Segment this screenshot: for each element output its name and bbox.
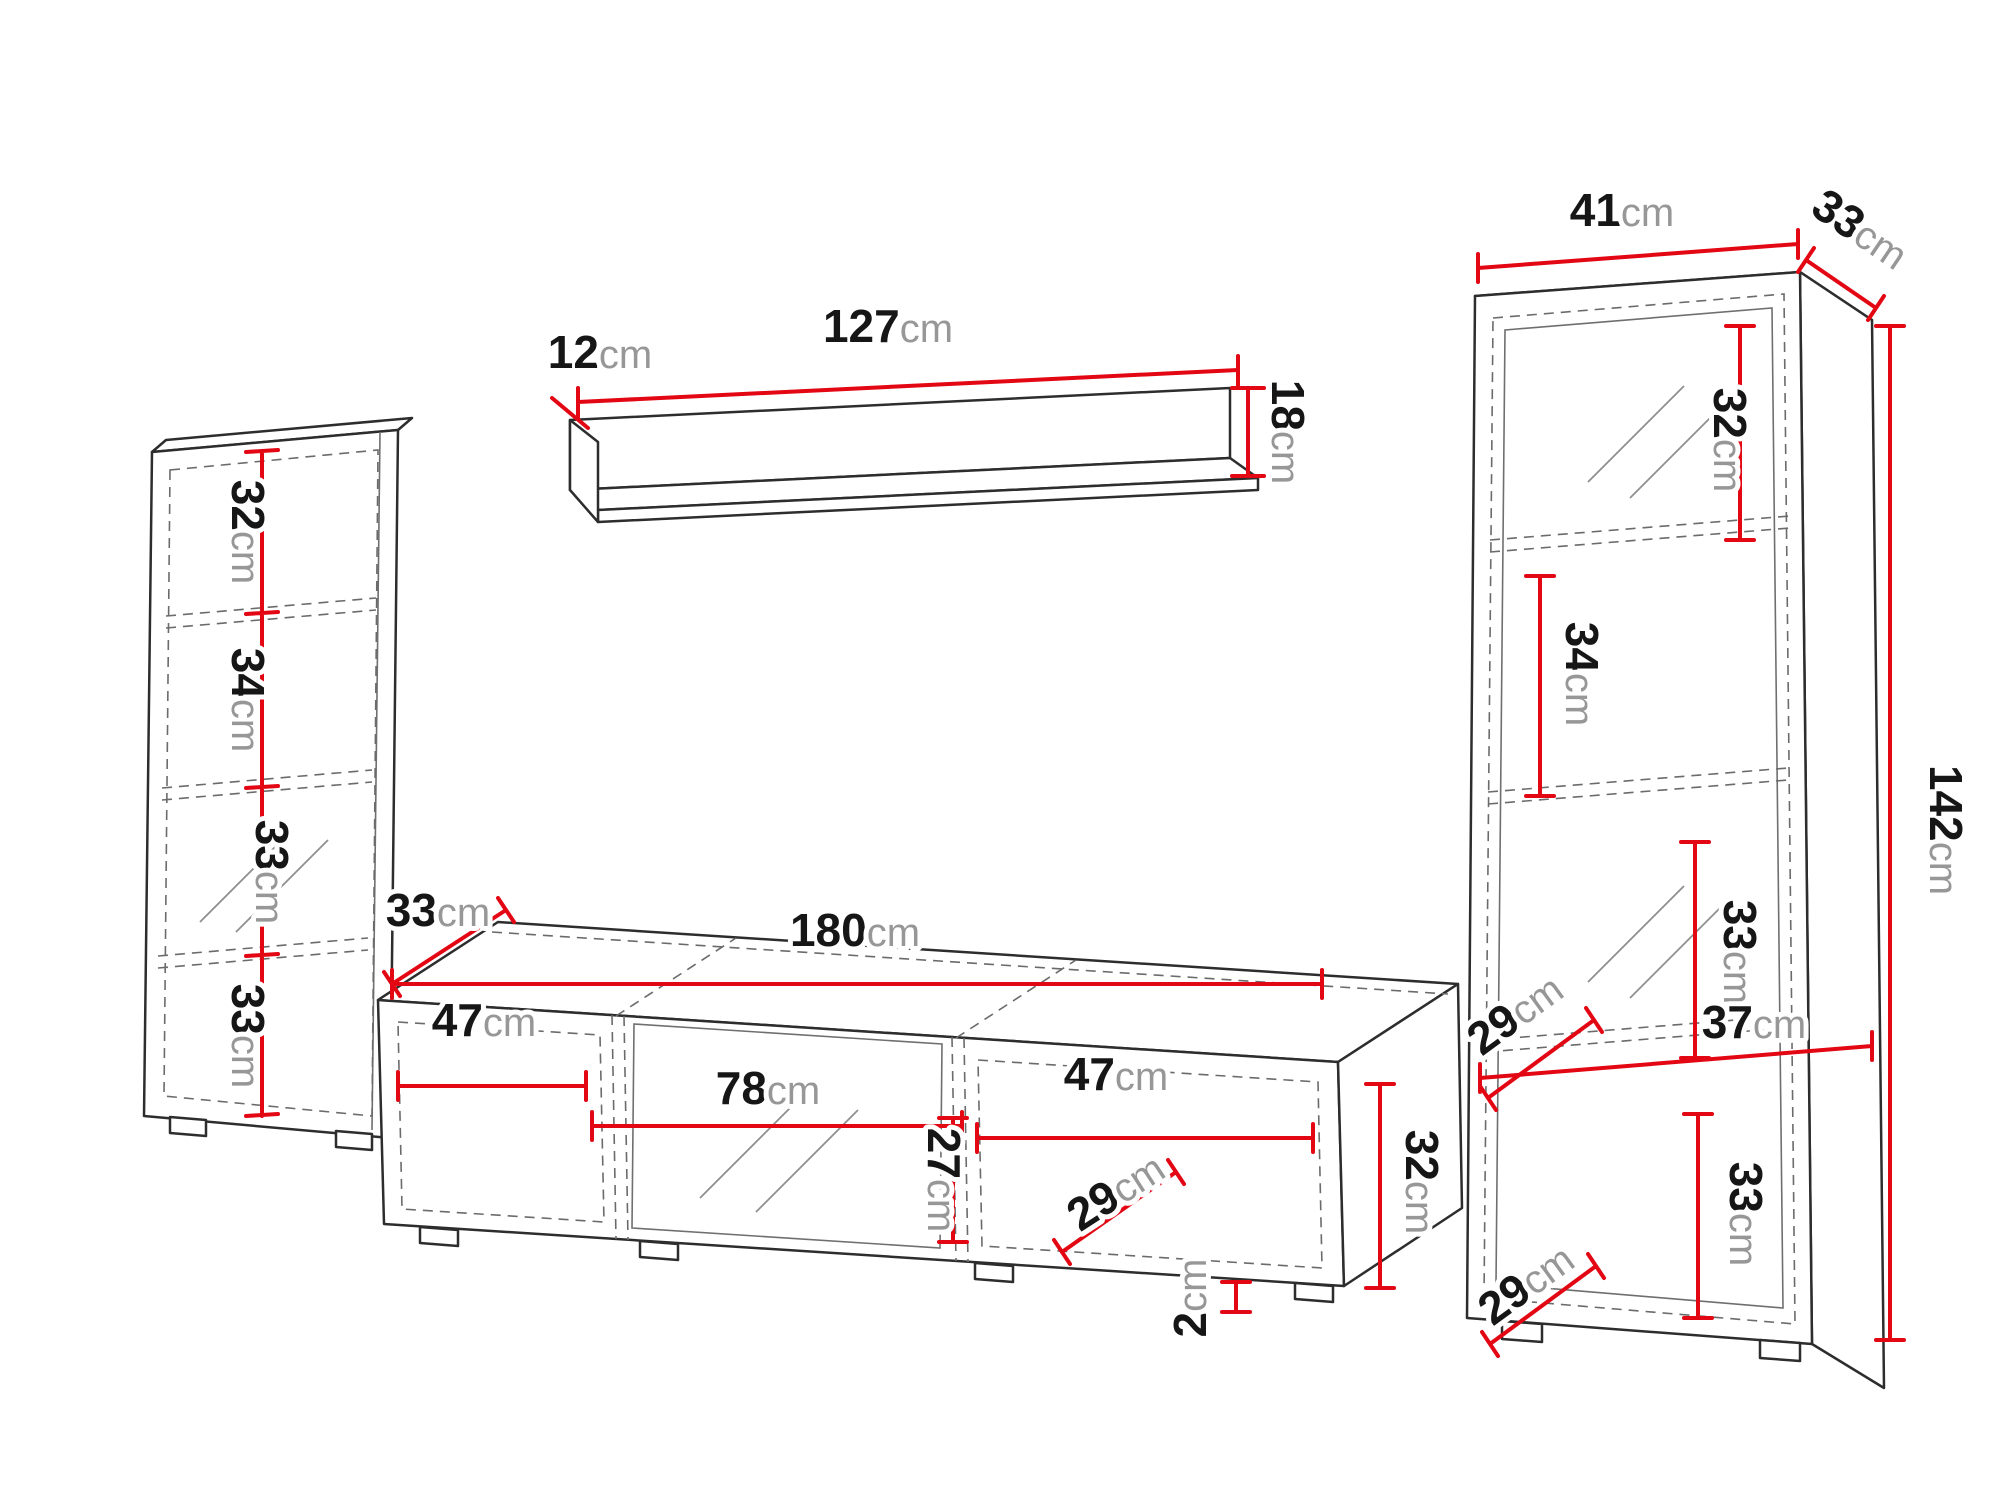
dim-label-left-cabinet-c2: 34cm xyxy=(222,648,274,753)
dim-line-tv-right-section xyxy=(975,1122,1315,1154)
dim-label-tv-width: 180cm xyxy=(790,904,920,956)
dim-label-right-cabinet-depth: 33cm xyxy=(1803,178,1919,280)
dim-label-left-cabinet-c3: 33cm xyxy=(246,820,298,925)
tv-stand-right-face xyxy=(1336,982,1464,1288)
dim-line-right-cabinet-height xyxy=(1874,324,1906,1342)
dim-line-right-cabinet-c4 xyxy=(1682,1112,1714,1320)
dim-line-right-cabinet-c2 xyxy=(1524,574,1556,798)
dim-label-left-cabinet-c1: 32cm xyxy=(222,480,274,585)
tv-stand-divider-left xyxy=(611,1014,629,1241)
tv-stand xyxy=(376,920,1464,1304)
left-cabinet-foot-left xyxy=(168,1115,208,1138)
dim-label-left-cabinet-c4: 33cm xyxy=(222,984,274,1089)
dim-label-right-cabinet-c3: 33cm xyxy=(1714,900,1766,1005)
right-cabinet-glass-marks-top xyxy=(1587,385,1727,499)
dim-line-left-cabinet-shelves xyxy=(244,448,280,1118)
dim-label-tv-height: 32cm xyxy=(1396,1130,1448,1235)
dim-label-tv-center-section: 78cm xyxy=(716,1062,821,1114)
tv-stand-foot-3 xyxy=(973,1261,1015,1284)
dim-line-wall-shelf-width xyxy=(576,354,1240,420)
dim-label-tv-depth: 33cm xyxy=(386,884,491,936)
wall-shelf-left-cap xyxy=(568,418,600,524)
dim-label-wall-shelf-height: 18cm xyxy=(1262,380,1314,485)
tv-stand-divider-right xyxy=(951,1036,969,1263)
wall-shelf xyxy=(568,386,1260,524)
dim-label-right-cabinet-c2: 34cm xyxy=(1556,622,1608,727)
right-cabinet-door-frame xyxy=(1495,307,1784,1309)
dim-line-wall-shelf-height xyxy=(1230,386,1266,478)
dim-line-tv-height xyxy=(1364,1082,1396,1290)
dim-line-tv-width xyxy=(390,968,1324,1000)
tv-stand-foot-2 xyxy=(638,1239,680,1262)
tv-stand-divider-top-receding xyxy=(615,937,1077,1039)
dim-line-right-cabinet-width xyxy=(1476,228,1800,284)
dim-line-right-cabinet-depth xyxy=(1796,246,1886,322)
dim-line-tv-inner-depth xyxy=(1052,1158,1186,1266)
dim-line-right-cabinet-c1 xyxy=(1724,324,1756,542)
dim-label-right-cabinet-width: 41cm xyxy=(1570,184,1675,236)
left-cabinet-glass-marks xyxy=(199,829,329,933)
left-cabinet-shelf-line-1 xyxy=(165,597,377,629)
dim-label-right-cabinet-c1: 32cm xyxy=(1704,388,1756,493)
right-cabinet-glass-marks-mid xyxy=(1587,885,1727,999)
dim-line-tv-left-section xyxy=(396,1070,588,1102)
tv-stand-foot-4 xyxy=(1293,1281,1335,1304)
dim-label-tv-inner-height: 27cm xyxy=(918,1128,970,1233)
dim-label-right-cabinet-inner-width: 37cm xyxy=(1702,996,1807,1048)
tv-stand-top-back-inner xyxy=(491,931,1449,995)
dim-label-wall-shelf-width: 127cm xyxy=(823,300,953,352)
left-cabinet-inner-outline xyxy=(163,449,379,1117)
dim-line-wall-shelf-depth xyxy=(550,396,590,430)
left-cabinet-foot-right xyxy=(334,1129,374,1152)
dim-label-tv-left-section: 47cm xyxy=(432,994,537,1046)
dim-label-tv-right-section: 47cm xyxy=(1064,1048,1169,1100)
tv-stand-left-compartment-inner xyxy=(397,1021,605,1223)
right-cabinet-inner-outline xyxy=(1483,293,1796,1325)
dim-label-right-cabinet-height: 142cm xyxy=(1920,765,1972,895)
tv-stand-center-panel xyxy=(631,1023,943,1249)
dim-line-tv-inner-height xyxy=(937,1116,969,1244)
dim-line-right-cabinet-inner-depth-mid xyxy=(1478,1006,1604,1112)
dim-line-right-cabinet-inner-depth-bottom xyxy=(1480,1252,1606,1358)
dim-label-wall-shelf-depth: 12cm xyxy=(548,326,653,378)
tv-stand-right-compartment-inner xyxy=(977,1059,1323,1269)
dim-label-right-cabinet-c4: 33cm xyxy=(1720,1162,1772,1267)
left-cabinet-shelf-line-2 xyxy=(161,769,373,801)
right-cabinet-right-face xyxy=(1798,270,1886,1390)
right-cabinet-foot-right xyxy=(1758,1338,1802,1363)
dim-label-tv-plinth: 2cm xyxy=(1164,1259,1216,1338)
right-cabinet xyxy=(1465,270,1886,1390)
dim-line-tv-plinth xyxy=(1220,1280,1252,1314)
tv-stand-foot-1 xyxy=(418,1225,460,1248)
